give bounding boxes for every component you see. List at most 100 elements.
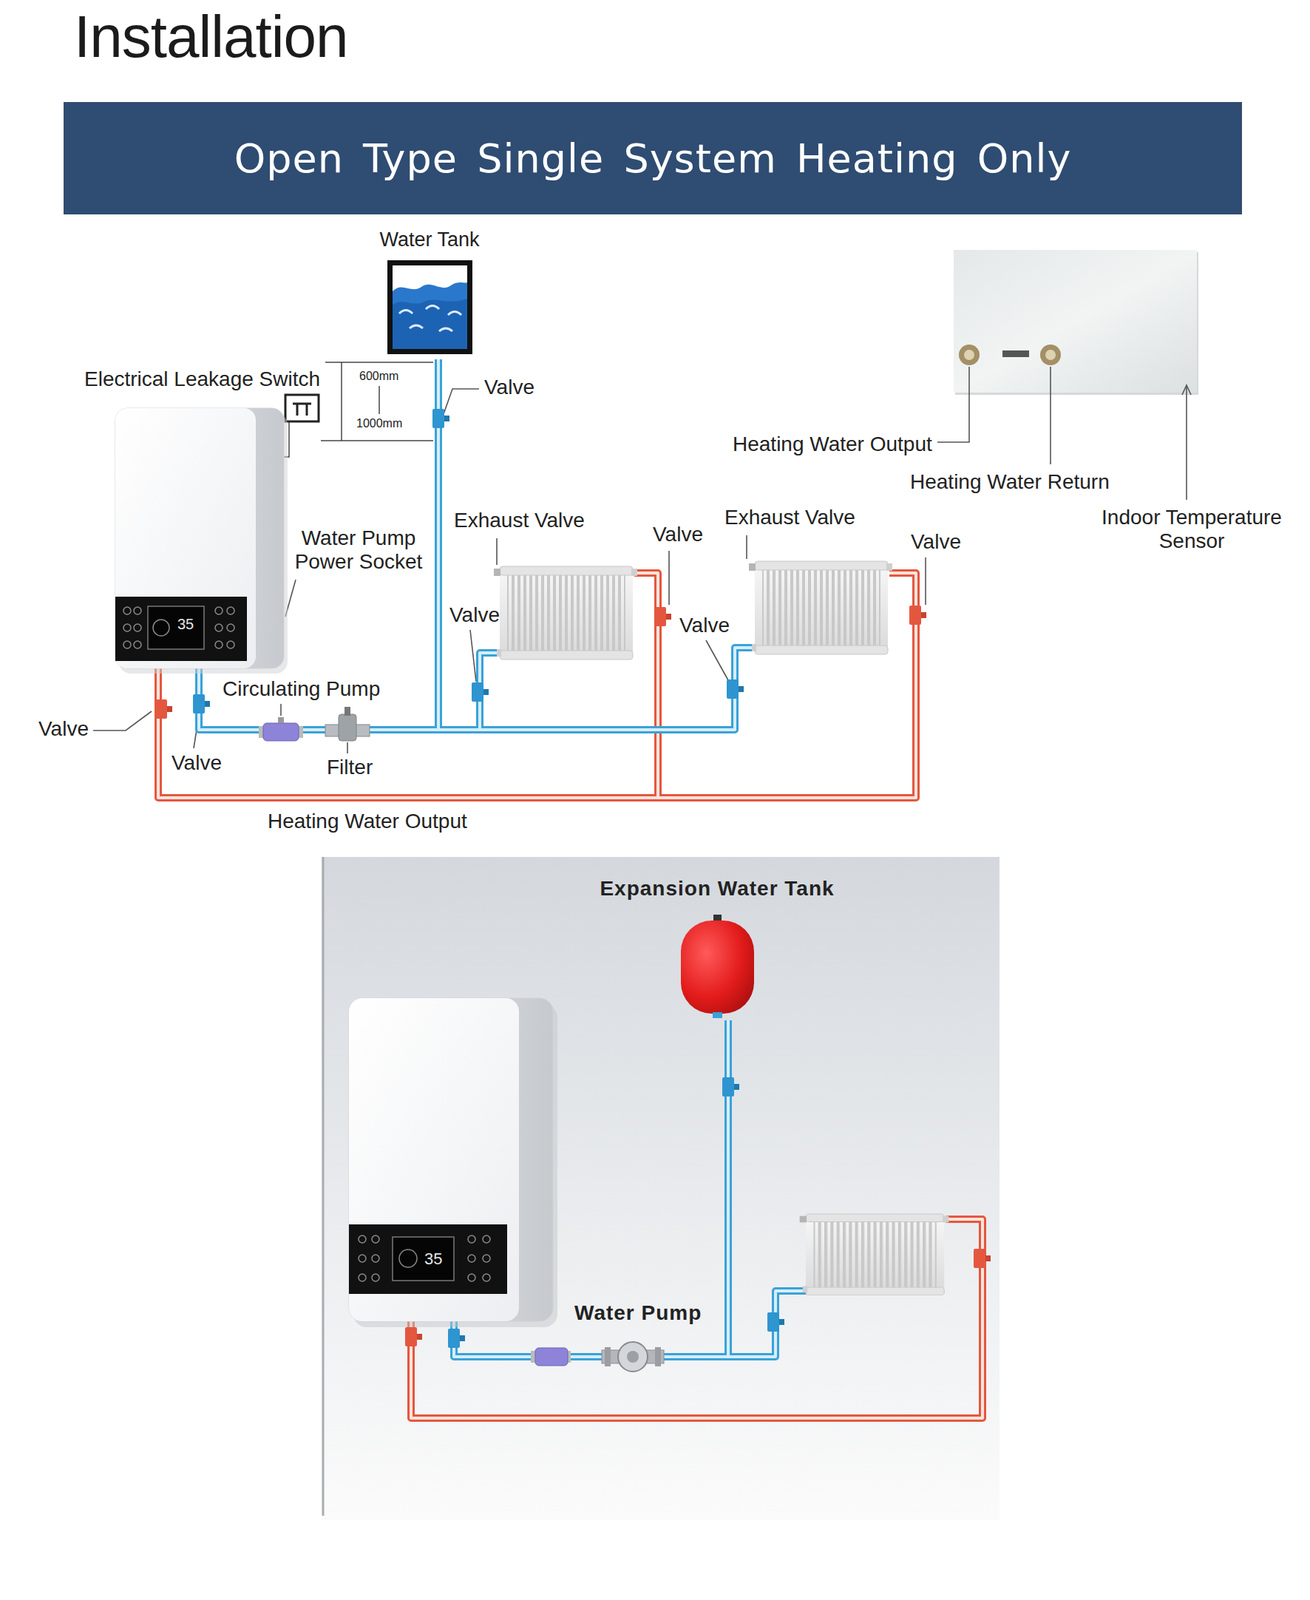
boiler-unit <box>123 640 131 649</box>
pump-symbol <box>626 1350 639 1363</box>
boiler-unit <box>115 408 284 669</box>
tank-graphic-part <box>712 1012 723 1018</box>
water-tank-graphic <box>387 260 473 355</box>
wall-panel <box>1002 350 1030 358</box>
bottom-backdrop <box>321 856 1000 1520</box>
boiler-unit <box>399 1249 417 1268</box>
leader-line <box>470 629 477 682</box>
tank-graphic-part <box>392 282 468 349</box>
boiler-unit <box>215 640 223 649</box>
radiator <box>493 566 638 660</box>
tank-graphic-part <box>387 260 473 355</box>
display-reading: 35 <box>424 1249 443 1268</box>
wall-panel <box>953 249 1199 395</box>
radiator <box>799 1213 950 1296</box>
pump-symbol <box>277 717 284 724</box>
leader-line <box>496 538 498 565</box>
boiler-unit <box>348 998 558 1328</box>
boiler-unit <box>133 623 142 632</box>
expansion-tank: Expansion Water Tank <box>558 876 877 1018</box>
part-label: Valve <box>652 522 704 547</box>
boiler-unit <box>133 640 142 649</box>
part-label: Exhaust Valve <box>453 508 585 533</box>
bottom-backdrop <box>321 856 1000 1520</box>
boiler-unit <box>123 623 131 632</box>
boiler-unit <box>482 1235 491 1243</box>
valve-symbol <box>432 408 450 429</box>
boiler-unit <box>123 606 235 649</box>
wall-panel <box>1040 344 1061 366</box>
valve-symbol <box>654 606 672 627</box>
boiler-unit <box>348 998 519 1322</box>
boiler-unit <box>215 606 223 615</box>
part-label: Valve <box>679 613 730 638</box>
valve-symbol <box>973 1248 991 1268</box>
leader-line <box>1182 385 1191 395</box>
valve-symbol <box>155 699 173 719</box>
part-label: Valve <box>910 530 962 554</box>
wall-panel <box>1045 349 1056 361</box>
boiler-unit <box>348 1224 508 1294</box>
wall-panel <box>964 349 975 361</box>
radiator <box>493 561 949 1296</box>
part-label: Water Pump Power Socket <box>288 526 429 574</box>
valve-symbol <box>722 1077 740 1097</box>
valve-symbol <box>405 1327 423 1347</box>
part-label: Heating Water Output <box>267 809 468 834</box>
tank-graphic-part <box>389 263 470 352</box>
part-label: Exhaust Valve <box>724 505 856 530</box>
valve-symbol <box>471 682 489 702</box>
tank-heading: Water Tank <box>344 227 515 252</box>
leader-line <box>1049 366 1052 465</box>
boiler-unit <box>123 606 131 615</box>
boiler-unit <box>358 1235 366 1243</box>
bottom-backdrop <box>322 856 325 1516</box>
tank-graphic-part <box>392 298 468 349</box>
tank-graphic-part <box>676 914 759 1018</box>
boiler-unit <box>153 619 170 636</box>
leader-line <box>346 742 349 754</box>
boiler-unit <box>392 1236 454 1281</box>
boiler-unit <box>482 1254 491 1262</box>
boiler-unit <box>371 1235 380 1243</box>
boiler-unit <box>467 1254 476 1262</box>
leader-line <box>706 640 729 681</box>
valve-symbol <box>448 1328 466 1348</box>
part-label: 1000mm <box>356 416 403 431</box>
display-reading: 35 <box>177 615 194 633</box>
boiler-unit <box>115 596 247 661</box>
expansion-tank-graphic <box>676 914 759 1018</box>
boiler-unit <box>467 1273 476 1282</box>
leader-line <box>668 550 670 605</box>
leader-line <box>924 557 927 605</box>
boiler-unit <box>348 998 553 1322</box>
leader-line <box>443 388 480 414</box>
boiler-unit <box>358 1273 366 1282</box>
leader-line <box>937 366 970 443</box>
part-label: 600mm <box>359 369 399 383</box>
filter-symbol <box>338 714 357 741</box>
radiator <box>748 561 893 655</box>
page-title: Installation <box>73 4 348 70</box>
boiler-unit <box>467 1235 476 1243</box>
boiler-unit <box>115 408 256 669</box>
part-label: Filter <box>326 755 373 780</box>
radiator <box>799 1213 950 1296</box>
leader-line <box>93 711 152 731</box>
dimension-line <box>320 439 434 442</box>
boiler-unit <box>215 623 223 632</box>
title-band: Open Type Single System Heating Only <box>63 102 1242 215</box>
pump-symbol <box>655 1346 661 1367</box>
pump-symbol <box>604 1346 611 1367</box>
leader-line <box>280 703 282 716</box>
part-label: Valve <box>484 375 535 400</box>
leader-line <box>745 535 748 559</box>
part-label: Indoor Temperature Sensor <box>1080 505 1303 553</box>
valve-symbol <box>909 605 927 625</box>
boiler-unit <box>226 606 235 615</box>
boiler-unit <box>358 1235 491 1282</box>
boiler-unit <box>226 640 235 649</box>
tank-graphic-part <box>399 306 462 332</box>
water-tank: Water Tank <box>344 227 515 355</box>
